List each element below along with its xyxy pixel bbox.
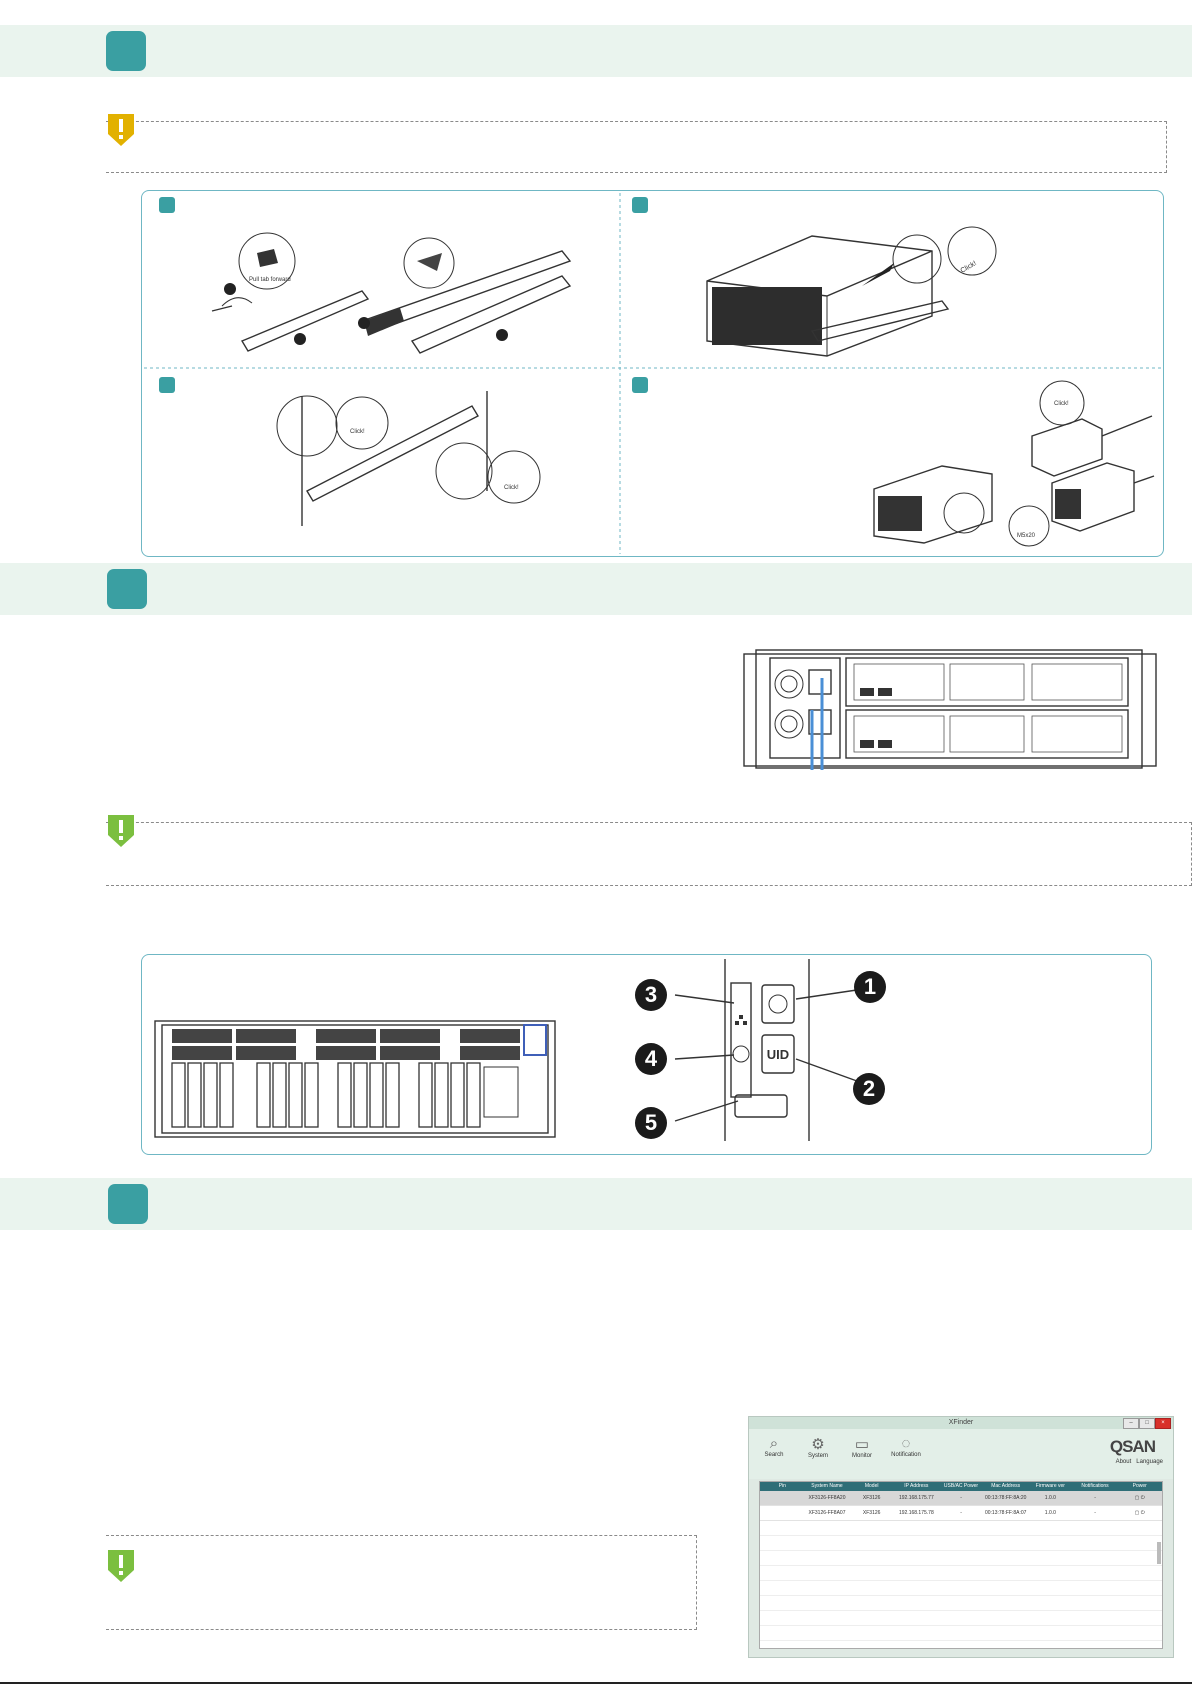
step-2-badge (107, 569, 147, 609)
substep-4-marker (632, 377, 648, 393)
warning-shield-icon (108, 114, 134, 146)
minimize-icon[interactable]: – (1123, 1418, 1139, 1429)
chassis-inner-rail-diagram (706, 226, 997, 357)
front-panel-diagrams: UID (154, 959, 878, 1141)
substep-3-marker (159, 377, 175, 393)
substep-1-marker (159, 197, 175, 213)
step-1-header (0, 25, 1192, 77)
callout-1: 1 (854, 971, 886, 1003)
table-row[interactable]: XF3126-FF8A07 XF3126 192.168.175.78 - 00… (760, 1506, 1162, 1521)
about-link[interactable]: About (1115, 1459, 1132, 1465)
click-label-bottom: Click! (504, 485, 519, 491)
click-label-slide: Click! (1054, 401, 1069, 407)
monitor-tool[interactable]: ▭Monitor (839, 1435, 885, 1459)
power-buttons[interactable]: ▢ ⏻ (1134, 1510, 1145, 1516)
callout-5: 5 (635, 1107, 667, 1139)
info-note (106, 815, 1192, 886)
xfinder-title: XFinder (948, 1419, 974, 1426)
callout-3: 3 (635, 979, 667, 1011)
gear-icon: ⚙ (811, 1436, 825, 1453)
monitor-icon: ▭ (854, 1436, 870, 1453)
click-label: Click! (960, 260, 978, 275)
empty-row (760, 1536, 1162, 1551)
empty-row (760, 1626, 1162, 1641)
rear-panel-diagram (743, 649, 1157, 770)
step-3-badge (108, 1184, 148, 1224)
rail-extend-diagram (211, 232, 572, 354)
step-3-header (0, 1178, 1192, 1230)
xfinder-window: XFinder – □ × ⌕Search ⚙System ▭Monitor ◌… (748, 1416, 1174, 1658)
note-shield-icon-2 (108, 1550, 134, 1582)
empty-row (760, 1581, 1162, 1596)
empty-row (760, 1521, 1162, 1536)
step-1-badge (106, 31, 146, 71)
search-icon: ⌕ (769, 1435, 779, 1452)
control-panel-zoom (674, 959, 878, 1141)
callout-2: 2 (853, 1073, 885, 1105)
device-table: Pin System Name Model IP Address USB/AC … (759, 1481, 1163, 1649)
table-scrollbar[interactable] (1157, 1542, 1161, 1564)
rail-mount-diagram (276, 391, 541, 526)
table-row[interactable]: XF3126-FF8A20 XF3126 192.168.175.77 - 00… (760, 1491, 1162, 1506)
close-icon[interactable]: × (1155, 1418, 1171, 1429)
front-panel-box: UID 1 2 3 4 5 (141, 954, 1152, 1155)
table-header: Pin System Name Model IP Address USB/AC … (760, 1482, 1162, 1491)
notification-tool[interactable]: ◌Notification (883, 1435, 929, 1458)
step-2-header (0, 563, 1192, 615)
uid-label: UID (767, 1047, 789, 1062)
callout-4: 4 (635, 1043, 667, 1075)
search-tool[interactable]: ⌕Search (751, 1435, 797, 1458)
brand-links: About Language (1116, 1459, 1163, 1465)
xfinder-titlebar: XFinder – □ × (749, 1417, 1173, 1429)
rail-installation-panel: Pull tab forward Click! Click! Click! (141, 190, 1164, 557)
language-link[interactable]: Language (1136, 1459, 1163, 1465)
substep-2-marker (632, 197, 648, 213)
maximize-icon[interactable]: □ (1139, 1418, 1155, 1429)
power-buttons[interactable]: ▢ ⏻ (1134, 1495, 1145, 1501)
chassis-front-diagram (154, 1020, 556, 1138)
pull-tab-label: Pull tab forward (249, 277, 291, 283)
xfinder-toolbar: ⌕Search ⚙System ▭Monitor ◌Notification Q… (749, 1429, 1173, 1479)
empty-row (760, 1566, 1162, 1581)
note-shield-icon (108, 815, 134, 847)
qsan-logo: QSAN (1109, 1437, 1156, 1456)
warning-note (106, 114, 1167, 173)
click-label-top: Click! (350, 429, 365, 435)
rail-installation-diagrams: Pull tab forward Click! Click! Click! (144, 193, 1161, 554)
empty-row (760, 1611, 1162, 1626)
info-note-2 (106, 1535, 697, 1630)
page-bottom-rule (0, 1682, 1192, 1684)
empty-row (760, 1596, 1162, 1611)
chassis-slide-in-diagram (873, 380, 1155, 547)
empty-row (760, 1551, 1162, 1566)
system-tool[interactable]: ⚙System (795, 1435, 841, 1459)
chat-icon: ◌ (901, 1435, 911, 1452)
screw-label: M5x20 (1017, 533, 1036, 539)
